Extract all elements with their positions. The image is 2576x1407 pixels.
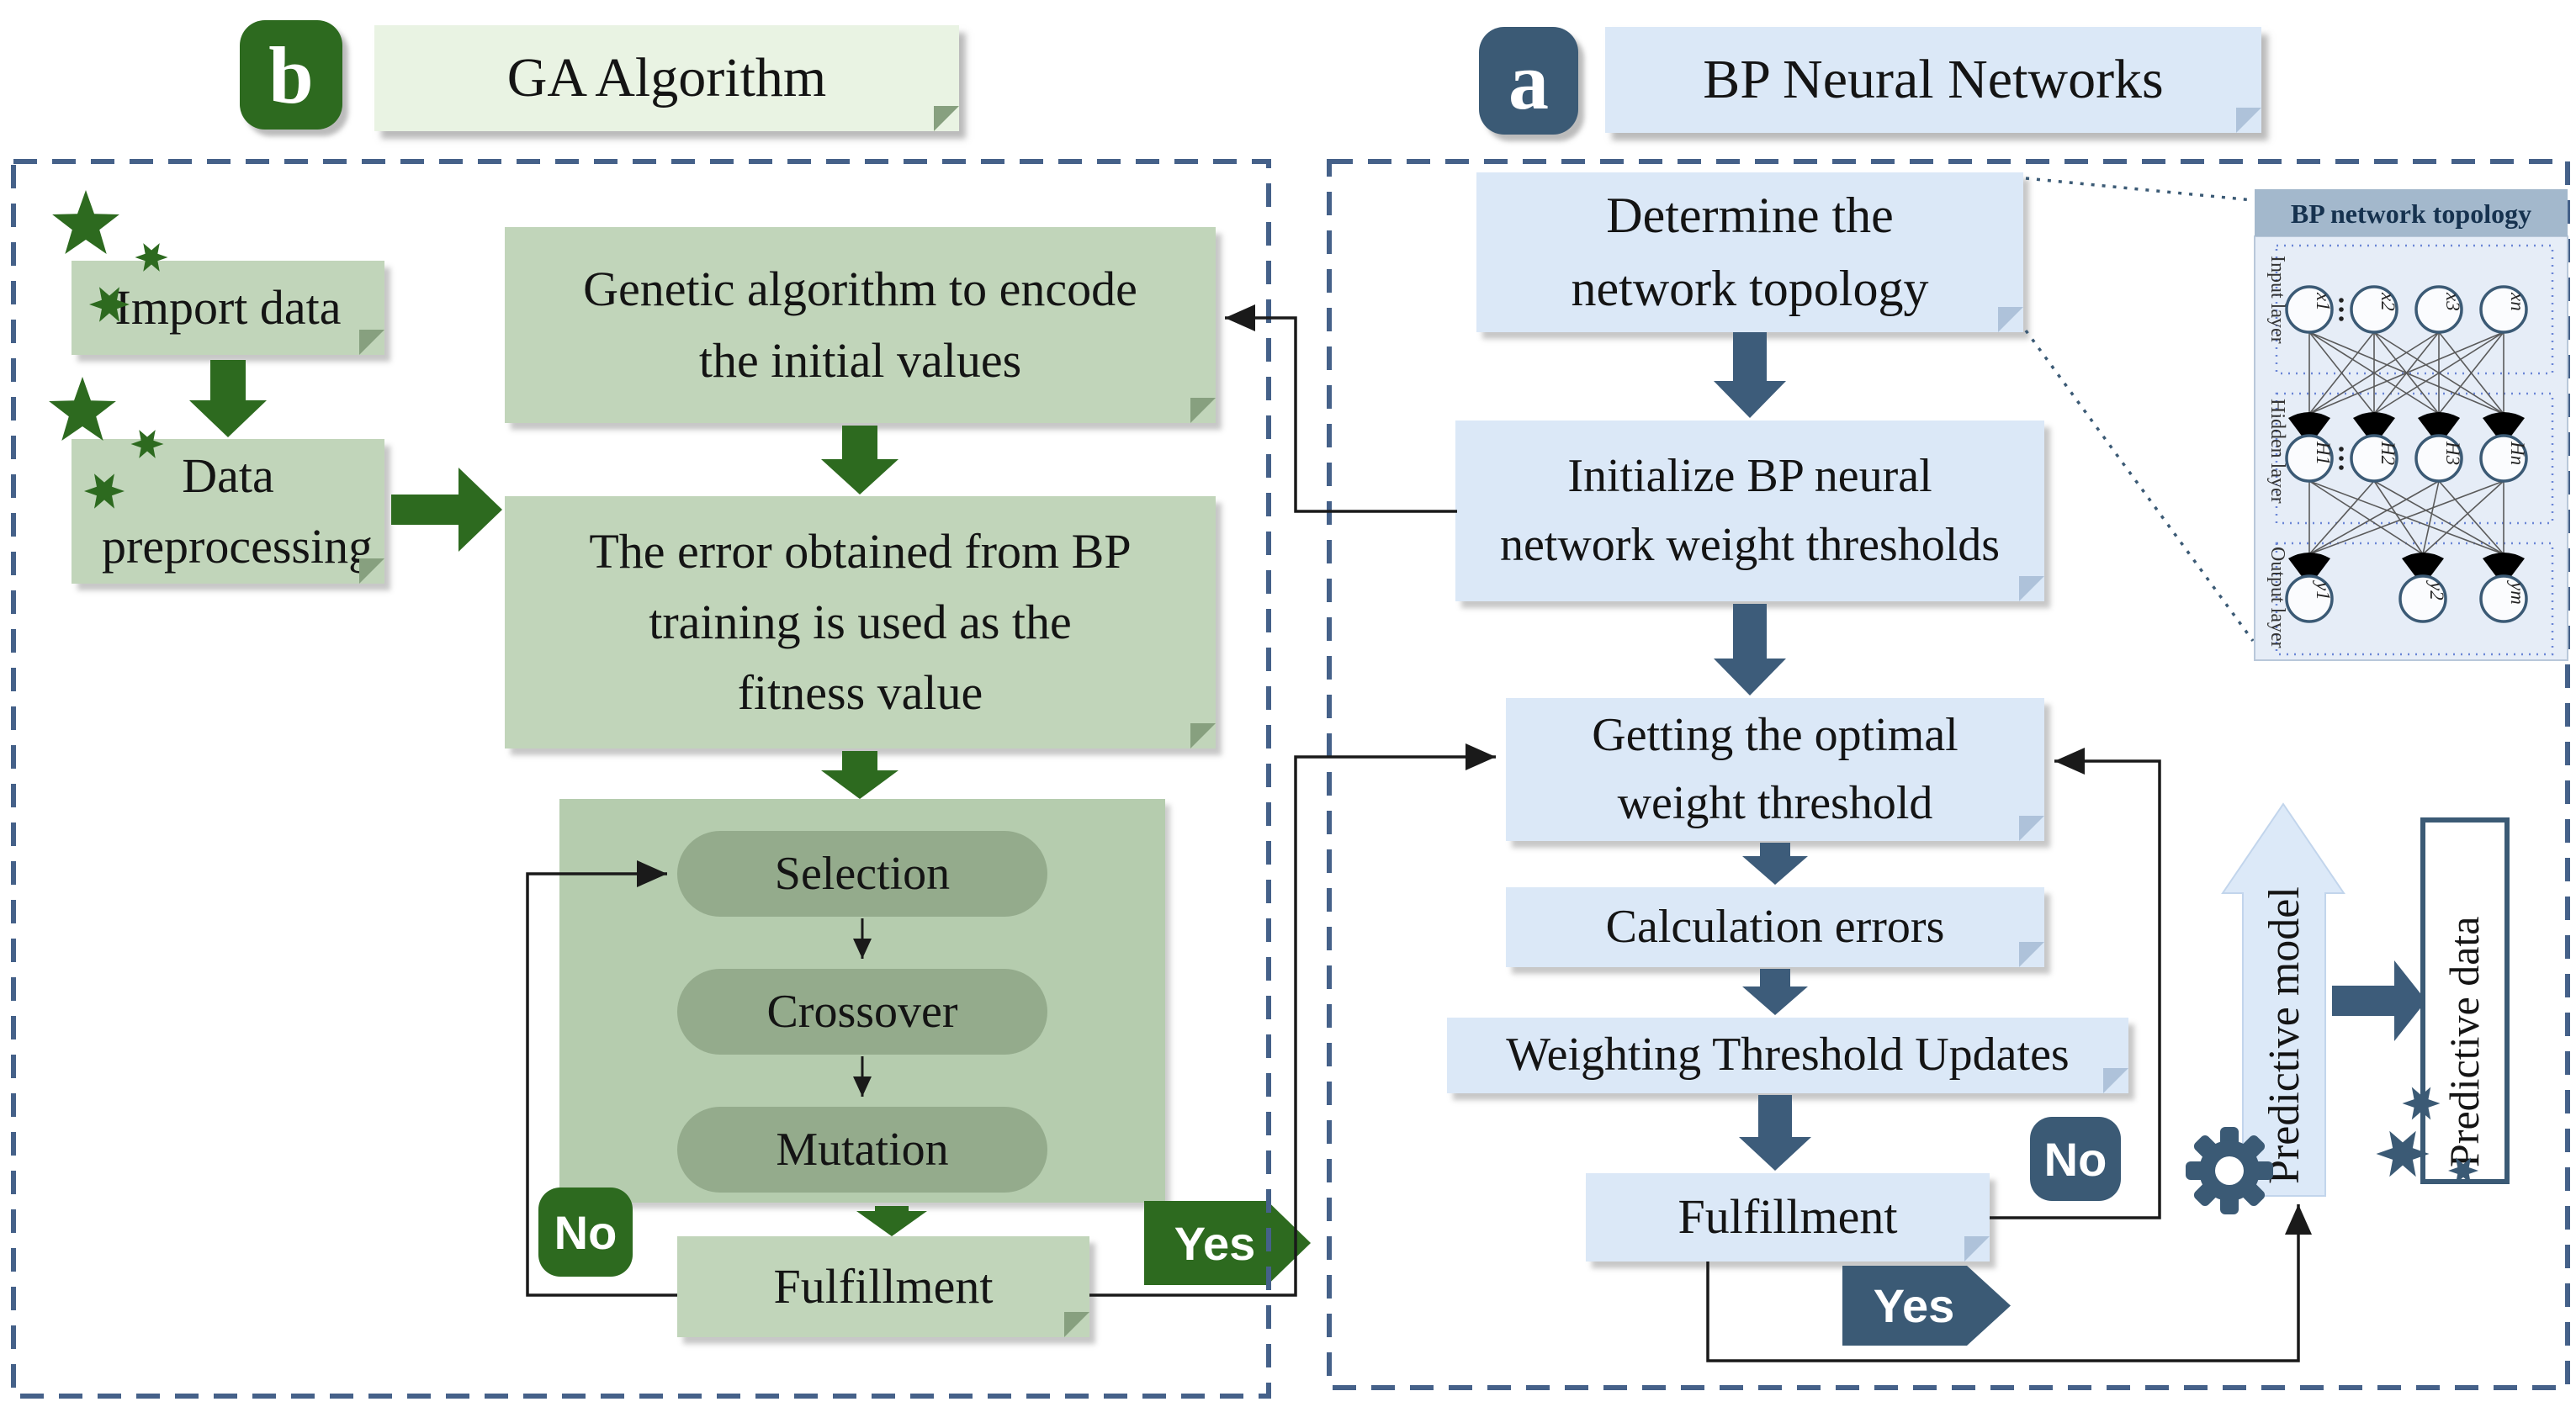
node-predictive-data-shape: [2420, 817, 2510, 1184]
inset-hidden-node-2: H2: [2377, 441, 2398, 465]
node-predictive-data-label: Predictive data: [2441, 917, 2488, 1168]
inset-input-node-3: x3: [2442, 292, 2463, 311]
arrow-encode-to-fitness: [821, 426, 898, 495]
inset-output-fans: [2288, 553, 2525, 579]
inset-input-node-2: x2: [2377, 292, 2398, 311]
bp-yes-badge: Yes: [1842, 1266, 2011, 1346]
ga-panel-title-text: GA Algorithm: [506, 47, 827, 108]
bp-panel-title: BP Neural Networks: [1605, 27, 2261, 133]
node-weighting-updates-label: Weighting Threshold Updates: [1506, 1029, 2070, 1082]
inset-output-node-m: ym: [2507, 580, 2528, 605]
arrow-initialize-to-getting: [1714, 604, 1786, 696]
node-ga-encode-label: Genetic algorithm to encode the initial …: [583, 262, 1137, 388]
node-determine-topology: Determine the network topology: [1476, 172, 2023, 332]
inset-body: [2254, 235, 2568, 661]
node-predictive-model-shape: [2221, 802, 2345, 1197]
arrow-getting-to-calculation: [1742, 843, 1808, 885]
arrow-weighting-to-fulfillment: [1739, 1095, 1811, 1171]
node-fulfillment-ga-label: Fulfillment: [773, 1258, 994, 1314]
node-fulfillment-bp: Fulfillment: [1586, 1173, 1990, 1262]
node-calculation-errors-label: Calculation errors: [1605, 900, 1945, 953]
node-bp-error-fitness-label: The error obtained from BP training is u…: [589, 523, 1132, 721]
gear-icon: [2186, 1127, 2273, 1214]
node-initialize-weights: Initialize BP neural network weight thre…: [1455, 421, 2044, 601]
inset-hidden-node-n: Hn: [2507, 441, 2528, 465]
node-weighting-updates: Weighting Threshold Updates: [1447, 1018, 2128, 1093]
inset-callout-line-bottom: [2024, 329, 2255, 643]
panel-b-letter-badge: b: [240, 20, 342, 130]
ga-yes-badge: Yes: [1144, 1201, 1311, 1285]
node-ga-encode: Genetic algorithm to encode the initial …: [505, 227, 1216, 423]
arrow-fitness-to-operators: [821, 751, 898, 799]
arrow-preprocess-to-fitness: [391, 468, 502, 552]
node-import-data-label: Import data: [114, 279, 342, 335]
node-data-preprocessing-label: Data preprocessing: [102, 447, 374, 574]
panel-a-letter-badge: a: [1479, 27, 1578, 135]
node-selection-label: Selection: [774, 848, 951, 900]
node-fulfillment-ga: Fulfillment: [677, 1236, 1089, 1337]
inset-ellipsis-dots: [2339, 298, 2344, 470]
bp-no-badge: No: [2030, 1117, 2121, 1201]
edge-initialize-to-encode: [1225, 304, 1457, 513]
inset-output-node-2: y2: [2426, 580, 2447, 600]
ga-no-badge: No: [538, 1187, 633, 1277]
inset-hidden-node-3: H3: [2442, 441, 2463, 465]
node-determine-topology-label: Determine the network topology: [1571, 188, 1929, 316]
arrow-determine-to-initialize: [1714, 332, 1786, 418]
node-mutation-label: Mutation: [776, 1124, 949, 1176]
inset-hidden-fans: [2288, 412, 2525, 438]
arrow-operators-to-fulfillment: [856, 1206, 927, 1236]
inset-title: BP network topology: [2291, 198, 2531, 229]
inset-output-layer-label: Output layer: [2266, 547, 2288, 648]
node-calculation-errors: Calculation errors: [1506, 887, 2044, 967]
inset-hidden-layer-frame: [2275, 392, 2554, 525]
inset-edges-hidden-output: [2308, 480, 2504, 555]
inset-edges-input-hidden: [2308, 331, 2504, 415]
inset-title-bar: [2255, 189, 2568, 236]
inset-neurons: [2285, 285, 2528, 623]
arrow-import-to-preprocess: [189, 360, 267, 437]
node-getting-optimal-label: Getting the optimal weight threshold: [1592, 708, 1959, 829]
inset-hidden-node-1: H1: [2313, 441, 2334, 465]
node-selection: Selection: [677, 831, 1047, 917]
arrow-model-to-data: [2332, 960, 2426, 1041]
node-crossover: Crossover: [677, 969, 1047, 1055]
bp-panel-title-text: BP Neural Networks: [1703, 49, 2164, 110]
inset-input-node-1: x1: [2313, 292, 2334, 311]
node-fulfillment-bp-label: Fulfillment: [1678, 1189, 1898, 1245]
inset-output-node-1: y1: [2313, 580, 2334, 600]
arrow-calculation-to-weighting: [1742, 969, 1808, 1015]
inset-callout-line-top: [2025, 177, 2254, 202]
inset-output-layer-frame: [2275, 542, 2554, 656]
ga-panel-title: GA Algorithm: [374, 25, 959, 131]
inset-input-node-n: xn: [2507, 292, 2528, 311]
node-data-preprocessing: Data preprocessing: [72, 439, 384, 584]
node-bp-error-fitness: The error obtained from BP training is u…: [505, 496, 1216, 748]
node-crossover-label: Crossover: [766, 986, 958, 1038]
node-predictive-model-label: Predictive model: [2261, 886, 2308, 1184]
node-mutation: Mutation: [677, 1107, 1047, 1193]
inset-input-layer-label: Input layer: [2266, 256, 2288, 344]
stars-predictive-data: [2376, 1087, 2478, 1184]
node-initialize-weights-label: Initialize BP neural network weight thre…: [1499, 450, 2001, 571]
inset-hidden-layer-label: Hidden layer: [2266, 399, 2288, 504]
node-import-data: Import data: [72, 261, 384, 355]
inset-input-layer-frame: [2275, 244, 2554, 375]
bp-topology-inset: BP network topology Input layer Hidden l…: [2254, 189, 2568, 661]
inset-neuron-labels: x1 x2 x3 xn H1 H2 H3 Hn y1 y2 ym: [2313, 292, 2528, 605]
node-getting-optimal: Getting the optimal weight threshold: [1506, 698, 2044, 841]
